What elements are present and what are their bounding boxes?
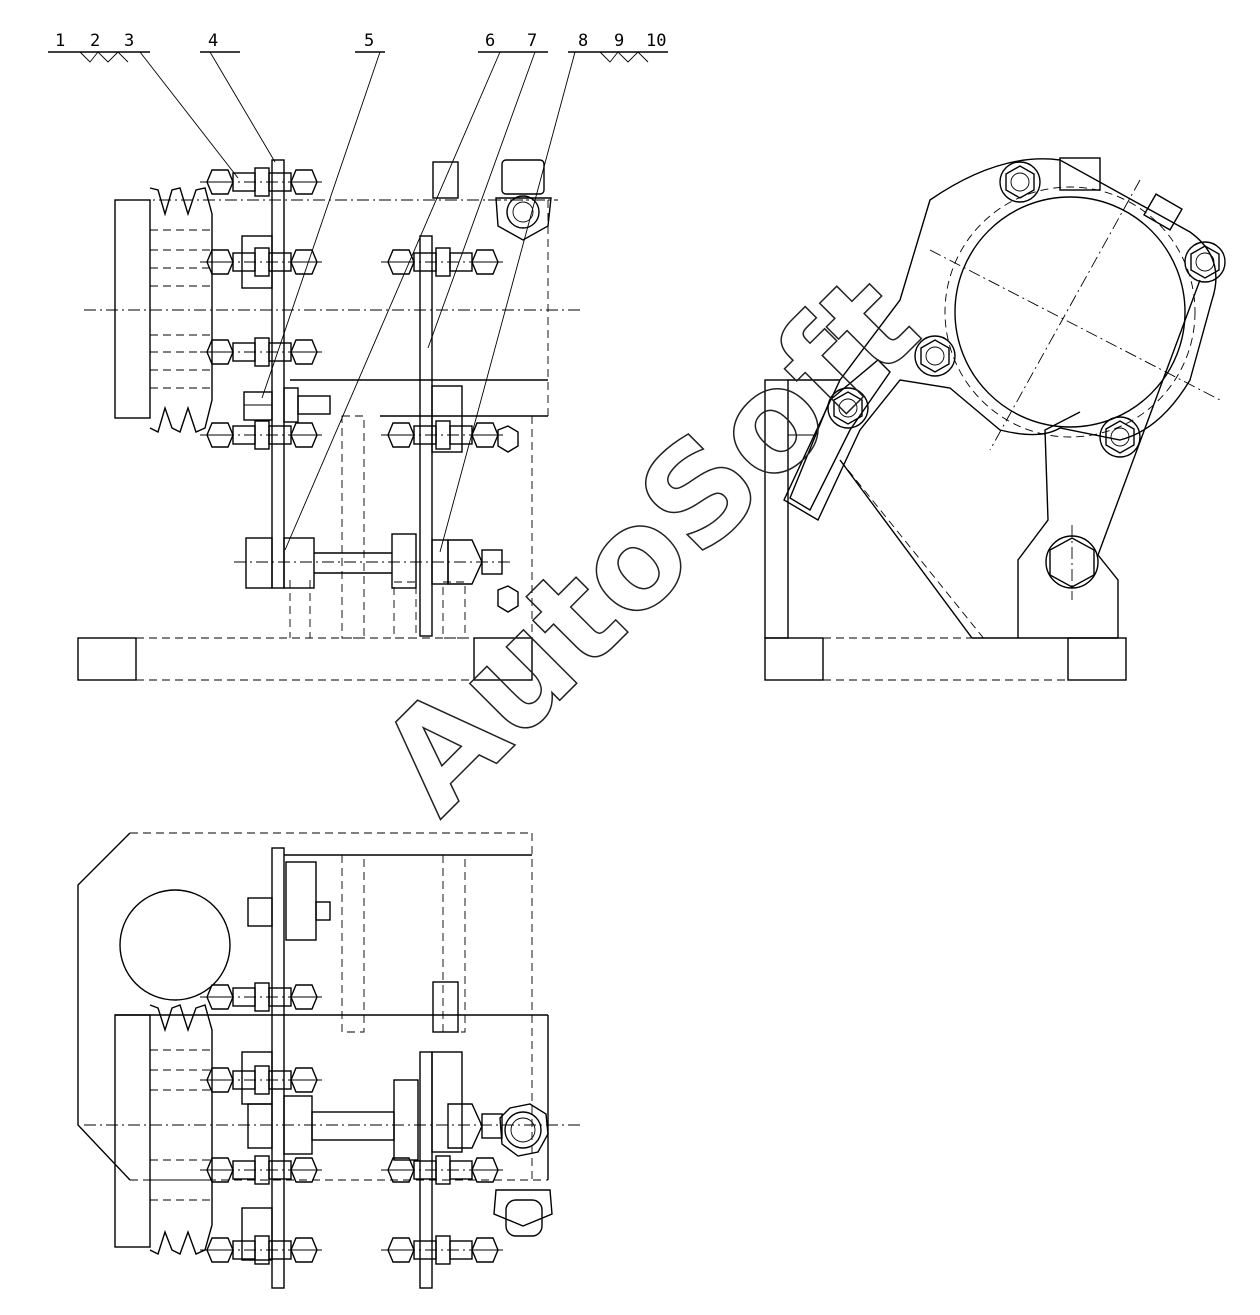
part-label-8: 8 [578, 31, 588, 51]
part-label-10: 10 [646, 31, 666, 51]
plan-view [77, 832, 582, 1289]
part-label-7: 7 [527, 31, 537, 51]
part-label-1: 1 [55, 31, 65, 51]
part-label-6: 6 [485, 31, 495, 51]
front-view: 1 2 3 4 5 6 7 8 9 10 [48, 31, 668, 681]
part-label-4: 4 [208, 31, 218, 51]
part-label-2: 2 [90, 31, 100, 51]
part-label-9: 9 [614, 31, 624, 51]
watermark-text: AutoSoft [349, 244, 948, 843]
side-view [764, 157, 1226, 681]
part-label-3: 3 [124, 31, 134, 51]
part-label-5: 5 [364, 31, 374, 51]
